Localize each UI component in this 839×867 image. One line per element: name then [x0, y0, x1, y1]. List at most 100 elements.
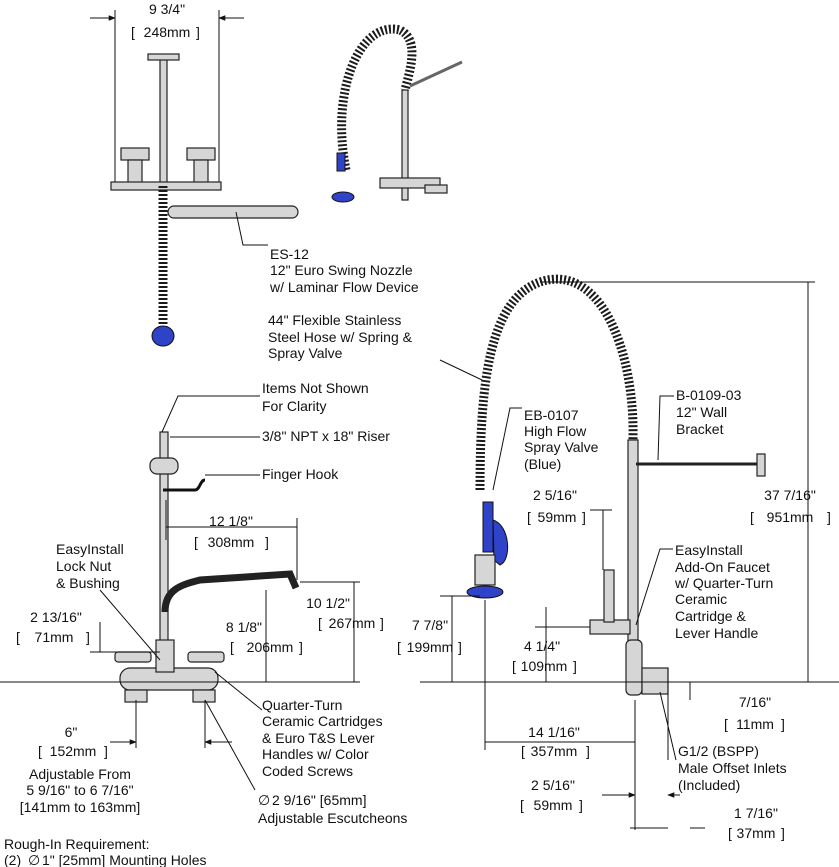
spout-h2-in: 10 1/2": [306, 595, 350, 611]
centers-in: 6": [65, 724, 78, 740]
inlet-line3: (Included): [678, 777, 740, 793]
roughin-line2-prefix: (2): [4, 852, 21, 867]
hose-line1: 44" Flexible Stainless: [268, 312, 401, 328]
inlet-depth-mm: 37mm: [737, 825, 776, 841]
dimension-bracket: [: [724, 716, 728, 732]
roughin-line2-symbol: ∅: [28, 852, 40, 867]
offset-in: 7/16": [739, 694, 771, 710]
top-dim-in: 9 3/4": [149, 1, 185, 17]
reach-in: 12 1/8": [209, 513, 253, 529]
top-view-drawing: [90, 10, 299, 347]
escutcheon-symbol: ∅: [258, 792, 270, 808]
finger-hook-label: Finger Hook: [262, 466, 339, 482]
escutcheon-line1: 2 9/16" [65mm]: [272, 792, 366, 808]
es12-code: ES-12: [270, 246, 309, 262]
top-dim-bracket-right: ]: [196, 24, 200, 40]
quarter-line2: Ceramic Cartridges: [262, 713, 383, 729]
hose-line3: Spray Valve: [268, 345, 343, 361]
bracket-line1: 12" Wall: [676, 404, 727, 420]
roughin-line2-rest: 1" [25mm] Mounting Holes: [42, 852, 207, 867]
bracket-line2: Bracket: [676, 421, 724, 437]
wall-dist-mm: 357mm: [531, 743, 578, 759]
quarter-line1: Quarter-Turn: [262, 697, 342, 713]
addon-line4: Ceramic: [675, 591, 727, 607]
wall-dist-in: 14 1/16": [528, 724, 580, 740]
spout-h1-in: 8 1/8": [226, 619, 262, 635]
not-shown-line2: For Clarity: [262, 398, 327, 414]
dimension-bracket: ]: [86, 629, 90, 645]
inlet-dist-mm: 59mm: [534, 797, 573, 813]
lock-line3: & Bushing: [56, 575, 120, 591]
valve-height-mm: 59mm: [538, 509, 577, 525]
dimension-bracket: ]: [458, 639, 462, 655]
bracket-code: B-0109-03: [676, 387, 742, 403]
cartridge-mm: 71mm: [35, 629, 74, 645]
addon-line5: Cartridge &: [675, 608, 746, 624]
dimension-bracket: ]: [104, 743, 108, 759]
dimension-bracket: ]: [582, 509, 586, 525]
addon-h-in: 4 1/4": [524, 638, 560, 654]
adjustable-line2: 5 9/16" to 6 7/16": [26, 782, 133, 798]
eb-line3: (Blue): [524, 456, 561, 472]
inlet-line1: G1/2 (BSPP): [678, 743, 759, 759]
inlet-dist-in: 2 5/16": [531, 777, 575, 793]
dimension-bracket: ]: [781, 716, 785, 732]
quarter-line4: Handles w/ Color: [262, 746, 369, 762]
dimension-bracket: ]: [827, 509, 831, 525]
lock-line1: EasyInstall: [56, 541, 124, 557]
spout-h1-mm: 206mm: [247, 639, 294, 655]
reach-mm: 308mm: [208, 534, 255, 550]
perspective-drawing: [331, 24, 463, 203]
cartridge-in: 2 13/16": [30, 609, 82, 625]
spout-h2-mm: 267mm: [329, 615, 376, 631]
quarter-line3: & Euro T&S Lever: [262, 730, 375, 746]
dimension-bracket: ]: [299, 639, 303, 655]
side-view-drawing: [466, 274, 766, 696]
dimension-bracket: [: [728, 825, 732, 841]
eb-line2: Spray Valve: [524, 439, 599, 455]
height-mm: 951mm: [767, 509, 814, 525]
dimension-bracket: [: [230, 639, 234, 655]
dimension-bracket: [: [318, 615, 322, 631]
addon-line6: Lever Handle: [675, 625, 758, 641]
height-in: 37 7/16": [764, 487, 816, 503]
top-dim-bracket-left: [: [131, 24, 135, 40]
dimension-bracket: ]: [265, 534, 269, 550]
addon-line3: w/ Quarter-Turn: [674, 575, 773, 591]
valve-height-in: 2 5/16": [533, 487, 577, 503]
adjustable-line3: [141mm to 163mm]: [20, 799, 141, 815]
dimension-bracket: [: [521, 743, 525, 759]
es12-line2: w/ Laminar Flow Device: [269, 279, 419, 295]
hose-line2: Steel Hose w/ Spring &: [268, 329, 413, 345]
dimension-bracket: [: [16, 629, 20, 645]
inlet-depth-in: 1 7/16": [734, 805, 778, 821]
dimension-bracket: [: [38, 743, 42, 759]
offset-mm: 11mm: [736, 716, 774, 732]
eb-line1: High Flow: [524, 423, 587, 439]
dimension-bracket: [: [527, 509, 531, 525]
dimension-bracket: [: [194, 534, 198, 550]
addon-line1: EasyInstall: [675, 542, 743, 558]
eb-code: EB-0107: [524, 407, 579, 423]
inlet-line2: Male Offset Inlets: [678, 760, 787, 776]
lock-line2: Lock Nut: [56, 558, 111, 574]
dimension-bracket: ]: [579, 797, 583, 813]
dimension-bracket: [: [512, 658, 516, 674]
escutcheon-line2: Adjustable Escutcheons: [258, 810, 407, 826]
dimension-bracket: ]: [573, 658, 577, 674]
top-dim-mm: 248mm: [144, 24, 191, 40]
valve-h-mm: 199mm: [407, 639, 454, 655]
roughin-line1: Rough-In Requirement:: [4, 836, 150, 852]
es12-line1: 12" Euro Swing Nozzle: [270, 262, 413, 278]
centers-mm: 152mm: [50, 743, 97, 759]
dimension-bracket: ]: [781, 825, 785, 841]
front-view-drawing: [114, 431, 300, 703]
adjustable-line1: Adjustable From: [29, 766, 131, 782]
riser-label: 3/8" NPT x 18" Riser: [262, 428, 390, 444]
valve-h-in: 7 7/8": [412, 617, 448, 633]
addon-h-mm: 109mm: [521, 658, 568, 674]
not-shown-line1: Items Not Shown: [262, 380, 369, 396]
addon-line2: Add-On Faucet: [675, 559, 770, 575]
dimension-bracket: [: [750, 509, 754, 525]
